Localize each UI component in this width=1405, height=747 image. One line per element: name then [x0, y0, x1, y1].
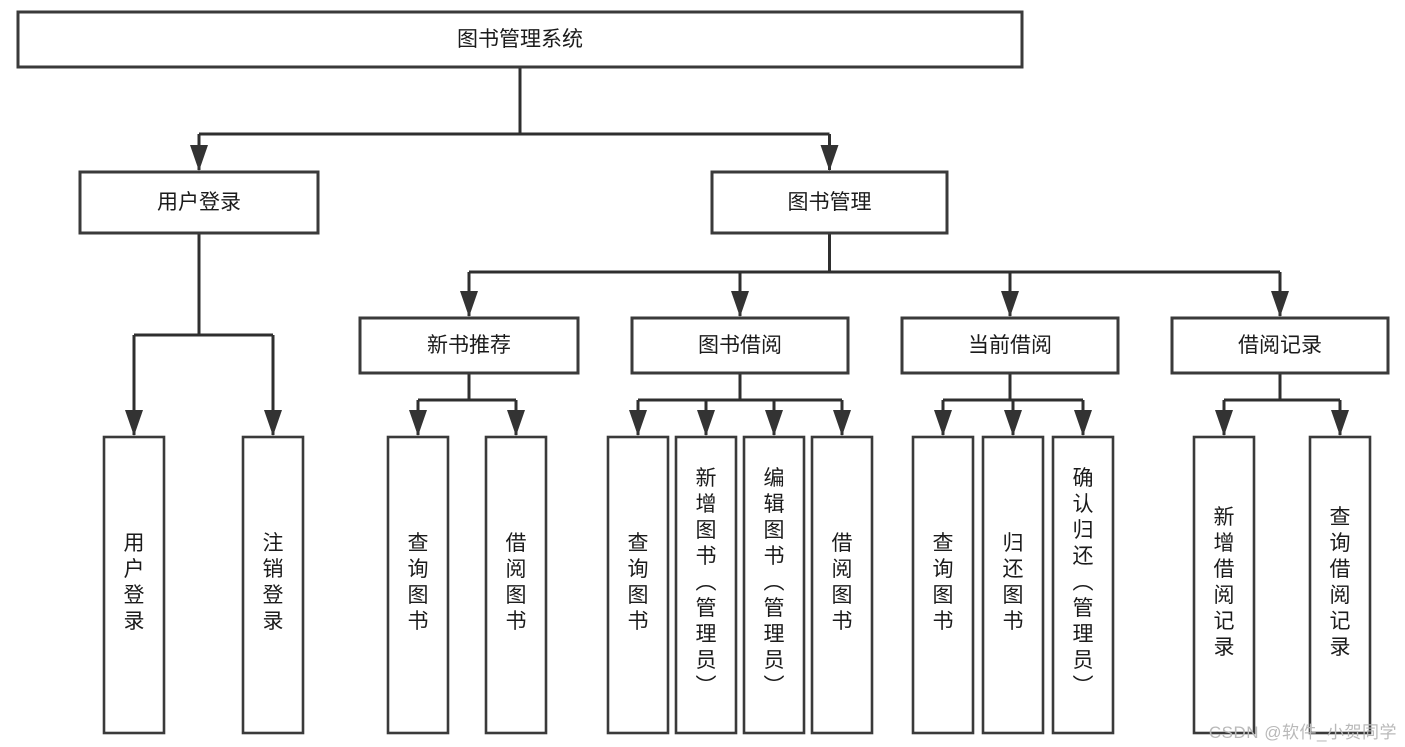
- node-label-leaf-edit-book: 编辑图书︵管理员︶: [764, 467, 785, 698]
- node-label-leaf-borrow-book-recommend: 借阅图书: [506, 532, 527, 633]
- node-label-borrow-record: 借阅记录: [1238, 334, 1322, 357]
- arrow-head-icon-borrow-record: [1271, 291, 1289, 317]
- node-label-leaf-borrow-book: 借阅图书: [832, 532, 853, 633]
- arrow-head-icon-leaf-query-book-borrow: [629, 410, 647, 436]
- node-leaf-logout[interactable]: 注销登录: [241, 435, 305, 735]
- arrow-head-icon-book-borrow: [731, 291, 749, 317]
- arrow-head-icon-current-borrow: [1001, 291, 1019, 317]
- node-label-leaf-add-borrow-record: 新增借阅记录: [1214, 506, 1235, 659]
- node-box-leaf-query-book-recommend[interactable]: [386, 435, 450, 735]
- node-label-leaf-confirm-return: 确认归还︵管理员︶: [1073, 467, 1094, 698]
- node-box-leaf-return-book[interactable]: [981, 435, 1045, 735]
- node-box-new-book-recommend[interactable]: [358, 316, 580, 375]
- arrow-head-icon-leaf-borrow-book-recommend: [507, 410, 525, 436]
- arrow-head-icon-leaf-user-login: [125, 410, 143, 436]
- node-box-user-login[interactable]: [78, 170, 320, 235]
- node-leaf-borrow-book[interactable]: 借阅图书: [810, 435, 874, 735]
- node-box-leaf-query-borrow-record[interactable]: [1308, 435, 1372, 735]
- arrow-head-icon-leaf-add-borrow-record: [1215, 410, 1233, 436]
- node-label-new-book-recommend: 新书推荐: [427, 334, 511, 357]
- node-label-leaf-query-book-current: 查询图书: [933, 532, 954, 633]
- node-label-user-login: 用户登录: [157, 191, 241, 214]
- arrow-head-icon-leaf-edit-book: [765, 410, 783, 436]
- arrow-head-icon-leaf-add-book: [697, 410, 715, 436]
- node-leaf-add-borrow-record[interactable]: 新增借阅记录: [1192, 435, 1256, 735]
- node-leaf-query-borrow-record[interactable]: 查询借阅记录: [1308, 435, 1372, 735]
- node-label-leaf-logout: 注销登录: [263, 532, 284, 633]
- node-box-leaf-add-book[interactable]: [674, 435, 738, 735]
- arrow-head-icon-leaf-query-book-current: [934, 410, 952, 436]
- arrow-head-icon-leaf-query-book-recommend: [409, 410, 427, 436]
- arrow-head-icon-book-management: [820, 145, 839, 171]
- node-box-leaf-borrow-book[interactable]: [810, 435, 874, 735]
- node-box-book-borrow[interactable]: [630, 316, 850, 375]
- node-leaf-query-book-recommend[interactable]: 查询图书: [386, 435, 450, 735]
- arrow-head-icon-leaf-logout: [264, 410, 282, 436]
- node-box-leaf-logout[interactable]: [241, 435, 305, 735]
- node-leaf-query-book-borrow[interactable]: 查询图书: [606, 435, 670, 735]
- node-label-leaf-query-book-recommend: 查询图书: [408, 532, 429, 633]
- node-box-borrow-record[interactable]: [1170, 316, 1390, 375]
- node-box-leaf-user-login[interactable]: [102, 435, 166, 735]
- node-box-leaf-borrow-book-recommend[interactable]: [484, 435, 548, 735]
- node-leaf-query-book-current[interactable]: 查询图书: [911, 435, 975, 735]
- node-box-leaf-edit-book[interactable]: [742, 435, 806, 735]
- node-new-book-recommend[interactable]: 新书推荐: [358, 316, 580, 375]
- node-label-book-management: 图书管理: [788, 191, 872, 214]
- node-box-book-management[interactable]: [710, 170, 949, 235]
- arrow-head-icon-leaf-query-borrow-record: [1331, 410, 1349, 436]
- node-leaf-confirm-return[interactable]: 确认归还︵管理员︶: [1051, 435, 1115, 735]
- csdn-watermark: CSDN @软件_小贺同学: [1208, 723, 1397, 742]
- node-box-leaf-query-book-borrow[interactable]: [606, 435, 670, 735]
- node-user-login[interactable]: 用户登录: [78, 170, 320, 235]
- arrow-head-icon-user-login: [190, 145, 208, 171]
- node-borrow-record[interactable]: 借阅记录: [1170, 316, 1390, 375]
- node-root[interactable]: 图书管理系统: [16, 10, 1024, 69]
- node-label-book-borrow: 图书借阅: [698, 334, 782, 357]
- node-leaf-edit-book[interactable]: 编辑图书︵管理员︶: [742, 435, 806, 735]
- node-label-leaf-user-login: 用户登录: [124, 532, 145, 633]
- arrow-head-icon-leaf-return-book: [1004, 410, 1022, 436]
- node-label-current-borrow: 当前借阅: [968, 334, 1052, 357]
- nodes-layer: 图书管理系统用户登录图书管理新书推荐图书借阅当前借阅借阅记录用户登录注销登录查询…: [16, 10, 1390, 735]
- node-label-leaf-query-borrow-record: 查询借阅记录: [1330, 506, 1351, 659]
- arrow-head-icon-leaf-confirm-return: [1074, 410, 1092, 436]
- node-box-root[interactable]: [16, 10, 1024, 69]
- arrow-head-icon-new-book-recommend: [460, 291, 478, 317]
- node-box-leaf-add-borrow-record[interactable]: [1192, 435, 1256, 735]
- node-box-current-borrow[interactable]: [900, 316, 1120, 375]
- node-leaf-add-book[interactable]: 新增图书︵管理员︶: [674, 435, 738, 735]
- node-box-leaf-query-book-current[interactable]: [911, 435, 975, 735]
- node-label-leaf-add-book: 新增图书︵管理员︶: [696, 467, 717, 698]
- node-leaf-borrow-book-recommend[interactable]: 借阅图书: [484, 435, 548, 735]
- node-label-root: 图书管理系统: [457, 28, 583, 51]
- node-label-leaf-query-book-borrow: 查询图书: [628, 532, 649, 633]
- node-leaf-return-book[interactable]: 归还图书: [981, 435, 1045, 735]
- node-label-leaf-return-book: 归还图书: [1003, 532, 1024, 633]
- connectors-layer: [125, 67, 1349, 436]
- node-current-borrow[interactable]: 当前借阅: [900, 316, 1120, 375]
- node-book-borrow[interactable]: 图书借阅: [630, 316, 850, 375]
- node-book-management[interactable]: 图书管理: [710, 170, 949, 235]
- node-leaf-user-login[interactable]: 用户登录: [102, 435, 166, 735]
- node-box-leaf-confirm-return[interactable]: [1051, 435, 1115, 735]
- arrow-head-icon-leaf-borrow-book: [833, 410, 851, 436]
